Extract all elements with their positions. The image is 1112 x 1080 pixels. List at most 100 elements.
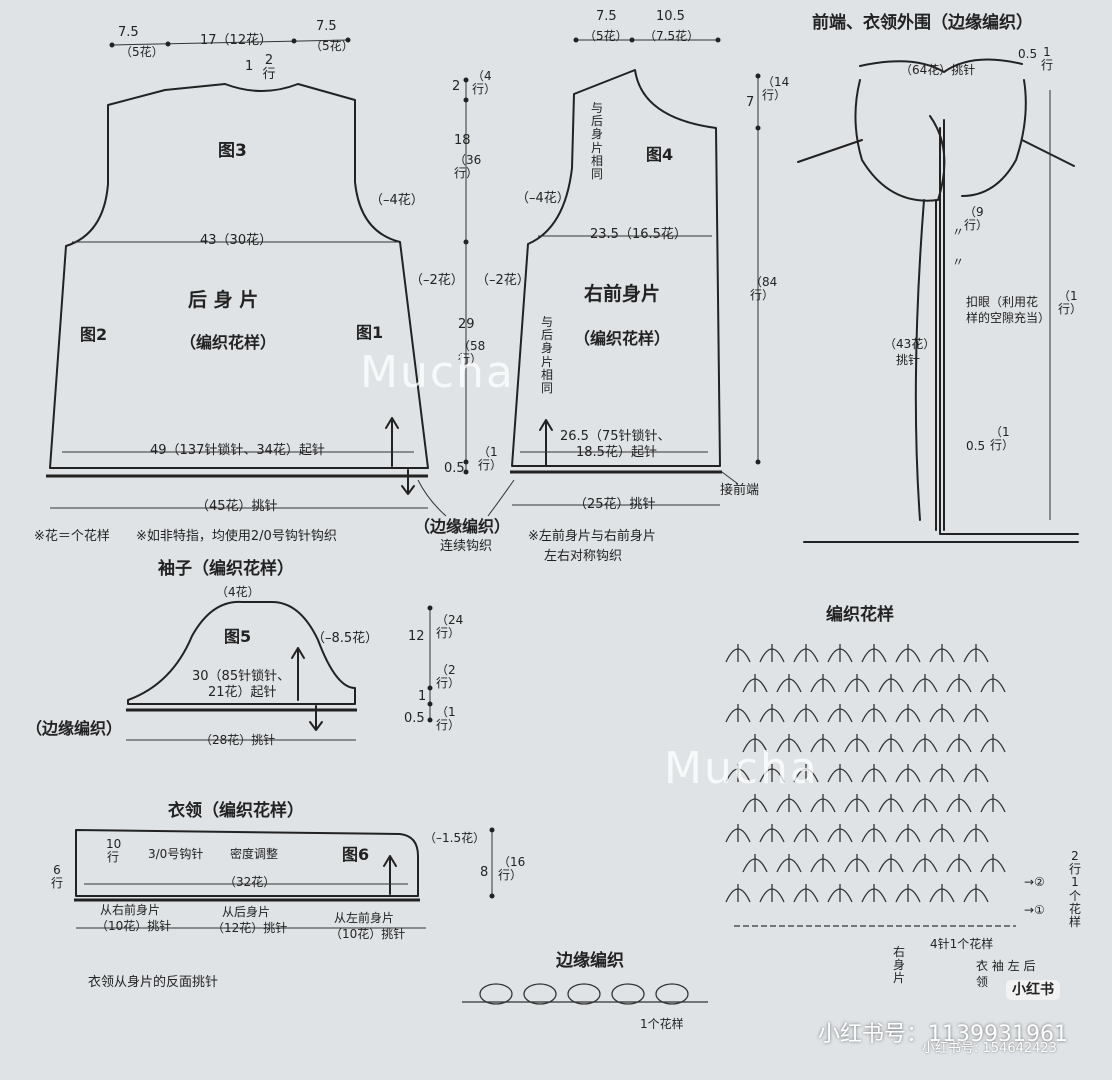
stitch-motif — [980, 854, 1006, 873]
collar-from-right-b: （10花）挑针 — [96, 919, 172, 933]
stitch-motif — [844, 734, 870, 753]
stitch-motif — [912, 854, 938, 873]
vert-side-dec: （–2花） — [476, 273, 530, 288]
front-width: 23.5（16.5花） — [590, 227, 687, 242]
stitch-motif — [844, 854, 870, 873]
sleeve-title: 袖子（编织花样） — [158, 559, 294, 579]
back-armhole-dec: （–4花） — [370, 193, 424, 208]
shoulder-line-left — [797, 139, 863, 163]
stitch-motif — [725, 644, 751, 663]
collar-dec: （–1.5花） — [424, 831, 486, 845]
front-edge-title: 前端、衣领外围（边缘编织） — [812, 13, 1033, 33]
sleeve-outline — [127, 600, 356, 705]
front-join: 接前端 — [720, 483, 760, 498]
stitch-motif — [929, 704, 955, 723]
stitch-motif — [827, 764, 853, 783]
front-body-outline — [511, 69, 721, 467]
fig5-label: 图5 — [224, 627, 252, 646]
pattern-right-front: 右身片 — [892, 945, 905, 986]
edging-shell — [523, 983, 557, 1005]
edge-b05-rows: （1行） — [990, 425, 1015, 453]
stitch-motif — [793, 644, 819, 663]
stitch-motif — [895, 884, 921, 903]
stitch-motif — [878, 674, 904, 693]
fig4-label: 图4 — [646, 145, 674, 164]
buttonhole-label: 扣眼（利用花 — [966, 295, 1039, 309]
sleeve-pickup: （28花）挑针 — [200, 733, 276, 747]
collar-note: 衣领从身片的反面挑针 — [88, 975, 219, 990]
front-edge-neckline — [859, 58, 1023, 73]
stitch-motif — [776, 734, 802, 753]
front-edge-line-outer — [939, 127, 1079, 535]
pattern-mark-1: →① — [1024, 903, 1045, 917]
fig6-label: 图6 — [342, 845, 370, 864]
arrow-sleeve-up — [291, 647, 305, 701]
stitch-motif — [912, 674, 938, 693]
stitch-motif — [946, 854, 972, 873]
vert-2: 2 — [452, 79, 461, 94]
collar-gauge: 密度调整 — [230, 847, 279, 861]
stitch-motif — [759, 704, 785, 723]
front-top1: 7.5 — [596, 9, 617, 24]
stitch-motif — [963, 644, 989, 663]
front-v84-rows: （84行） — [750, 275, 778, 303]
back-subtitle: （编织花样） — [180, 333, 277, 352]
pattern-title: 编织花样 — [826, 605, 894, 625]
stitch-motif — [878, 854, 904, 873]
stitch-motif — [912, 794, 938, 813]
buttonhole-rows: （1行） — [1058, 289, 1083, 317]
edge-quote-1: 〃 — [952, 225, 965, 239]
fig3-label: 图3 — [218, 141, 247, 161]
stitch-motif — [861, 704, 887, 723]
stitch-motif — [929, 824, 955, 843]
stitch-motif — [776, 794, 802, 813]
stitch-motif — [725, 884, 751, 903]
leader-edge-back — [417, 479, 447, 517]
collar-outline — [75, 829, 419, 897]
edging-shell — [655, 983, 689, 1005]
stitch-motif — [827, 824, 853, 843]
vert-29: 29 — [458, 317, 475, 332]
back-top-right: 7.5 — [316, 19, 337, 34]
sleeve-v12-rows: （24行） — [436, 613, 464, 641]
stitch-motif — [827, 704, 853, 723]
brand-id: 小红书号：1139931961 — [818, 1022, 1068, 1047]
stitch-motif — [946, 734, 972, 753]
stitch-motif — [742, 854, 768, 873]
stitch-motif — [878, 734, 904, 753]
leader-edge-front — [487, 479, 515, 517]
collar-from-left: 从左前身片 — [334, 911, 395, 925]
edging-shell — [479, 983, 513, 1005]
front-v7-rows: （14行） — [762, 75, 790, 103]
edging-repeat: 1个花样 — [640, 1017, 684, 1031]
sleeve-v1-rows: （2行） — [436, 663, 461, 691]
front-same-as-back-side: 与后身片相同 — [540, 315, 553, 395]
back-top-left: 7.5 — [118, 25, 139, 40]
brand-id-2: 小红书号: 154642423 — [922, 1041, 1057, 1056]
dim-top-back — [111, 39, 349, 46]
front-title: 右前身片 — [584, 283, 661, 305]
back-top-mid: 17（12花） — [200, 33, 273, 48]
sleeve-cast-1: 30（85针锁针、 — [192, 669, 291, 684]
fig1-label: 图1 — [356, 323, 384, 342]
buttonhole-label-2: 样的空隙充当） — [966, 311, 1051, 325]
collar-from-right: 从右前身片 — [100, 903, 161, 917]
collar-hook: 3/0号钩针 — [148, 847, 204, 861]
stitch-motif — [980, 734, 1006, 753]
sleeve-cast-2: 21花）起针 — [208, 685, 277, 700]
stitch-motif — [759, 764, 785, 783]
stitch-motif — [725, 704, 751, 723]
collar-from-back: 从后身片 — [222, 905, 271, 919]
vert-18: 18 — [454, 133, 471, 148]
arrow-back-down — [401, 469, 415, 495]
front-subtitle: （编织花样） — [574, 329, 671, 348]
stitch-motif — [793, 884, 819, 903]
stitch-motif — [759, 884, 785, 903]
back-pickup: （45花）挑针 — [196, 499, 278, 514]
pick-43-b: 挑针 — [896, 353, 921, 367]
sleeve-edge: （边缘编织） — [26, 719, 123, 738]
collar-from-back-b: （12花）挑针 — [212, 921, 288, 935]
